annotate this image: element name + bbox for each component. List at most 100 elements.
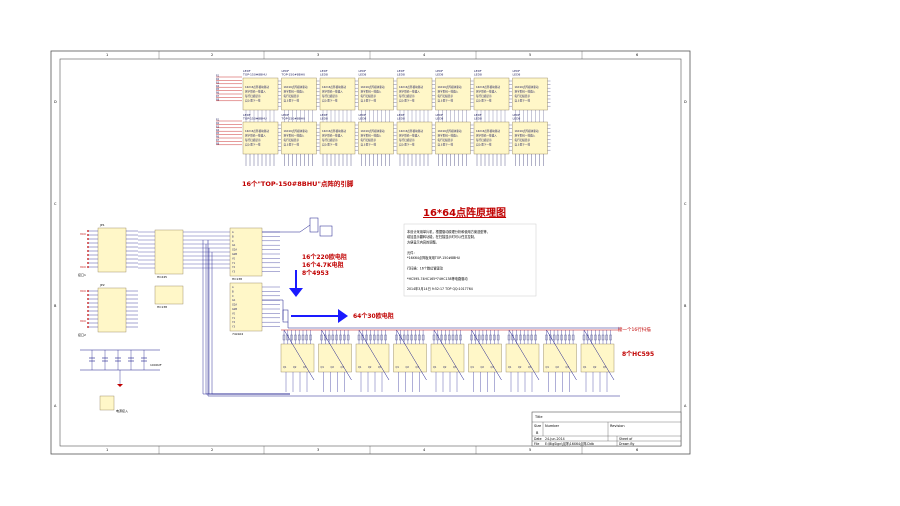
ic-label: HC138 — [232, 277, 242, 281]
led-module-text: 自上而下一排 — [399, 143, 415, 147]
diagonal-wire — [396, 329, 427, 381]
row-pin-label: R6 — [216, 92, 220, 95]
series-resistor — [571, 334, 575, 341]
connector-ref: JP1 — [99, 223, 105, 227]
series-resistor — [549, 334, 552, 341]
row-label: A — [54, 404, 57, 408]
led-part-name: LED8 — [436, 73, 444, 77]
sr-pin-label: Q1 — [396, 366, 400, 369]
row-label: A — [684, 404, 687, 408]
pin-dot — [87, 318, 89, 320]
led-module-text: 16X16点阵模块驱动 — [399, 129, 423, 133]
row-pin-label: R4 — [216, 129, 220, 132]
led-part-name: TOP-150#8BHU — [242, 73, 267, 77]
ic-pin-label: G2A — [232, 249, 237, 252]
led-module-text: 将字形码一排输入 — [399, 90, 420, 94]
led-module-text: 每行扫描显示 — [515, 94, 531, 98]
date-label: Date — [534, 437, 542, 441]
vcc-label: VCC — [80, 232, 86, 236]
led-module-text: 将字形码一排输入 — [322, 134, 343, 138]
description-line: 增加显示翻转功能，在扫描显示时可以任意控制， — [407, 234, 477, 239]
sr-pin-label: Q2 — [331, 366, 335, 369]
sr-pin-label: Q1 — [358, 366, 362, 369]
column-label: 4 — [423, 53, 426, 57]
series-resistor — [609, 334, 612, 341]
row-pin-label: R2 — [216, 122, 220, 125]
ic-pin-label: C — [232, 295, 234, 298]
driver-wire — [262, 299, 284, 320]
pin-dot — [87, 262, 89, 264]
led-module-text: 每行扫描显示 — [322, 94, 338, 98]
series-resistor — [414, 334, 417, 341]
row-pin-label: R3 — [216, 81, 220, 84]
sr-pin-label: Q2 — [593, 366, 597, 369]
led-module-text: 自上而下一排 — [515, 99, 531, 103]
row-pin-label: R7 — [216, 139, 220, 142]
series-resistor — [444, 334, 447, 341]
series-resistor — [286, 334, 289, 341]
series-resistor — [582, 334, 586, 341]
led-module-text: 自上而下一排 — [245, 99, 261, 103]
series-resistor — [373, 334, 376, 341]
right-arrow — [291, 309, 348, 323]
led-part-name: LED8 — [359, 117, 367, 121]
led-module-text: 16X16点阵模块驱动 — [476, 85, 500, 89]
led-module-text: 16X16点阵模块驱动 — [322, 129, 346, 133]
bottom-bus-wire — [207, 240, 620, 397]
led-part-name: LED8 — [474, 117, 482, 121]
series-resistor — [496, 334, 500, 341]
pin-dot — [87, 326, 89, 328]
ic-pin-label: C — [232, 240, 234, 243]
series-resistor — [376, 334, 380, 341]
ic-driver — [229, 282, 263, 332]
series-resistor — [309, 334, 312, 341]
ic-label: 74LS04 — [232, 332, 243, 336]
series-resistor — [601, 334, 605, 341]
led-part-ref: LEDF — [474, 69, 482, 73]
shift-register-ic — [318, 343, 352, 373]
led-module-text: 每行扫描显示 — [515, 138, 531, 142]
led-part-ref: LEDF — [513, 69, 521, 73]
ic-label: HC245 — [157, 275, 167, 279]
column-label: 1 — [106, 448, 108, 452]
column-label: 6 — [636, 448, 638, 452]
led-matrix-module — [358, 121, 394, 155]
pin-dot — [87, 238, 89, 240]
pin-dot — [87, 234, 89, 236]
led-module-text: 每行扫描显示 — [322, 138, 338, 142]
led-part-name: LED8 — [320, 73, 328, 77]
led-matrix-module — [242, 121, 279, 155]
series-resistor — [294, 334, 297, 341]
series-resistor — [380, 334, 383, 341]
series-resistor — [455, 334, 458, 341]
led-module-text: 16X16点阵模块驱动 — [399, 85, 423, 89]
ic-hc138 — [154, 285, 184, 305]
led-module-text: 将字形码一排输入 — [438, 134, 459, 138]
led-module-text: 每行扫描显示 — [476, 94, 492, 98]
column-label: 4 — [423, 448, 426, 452]
led-matrix-module — [358, 77, 394, 111]
series-resistor — [301, 334, 305, 341]
led-module-text: 自上而下一排 — [322, 99, 338, 103]
column-label: 5 — [529, 53, 531, 57]
power-label: 电源接入 — [116, 408, 128, 413]
led-part-name: LED8 — [359, 73, 367, 77]
row-pin-label: R1 — [216, 75, 220, 78]
led-module-text: 自上而下一排 — [361, 99, 377, 103]
row-label: C — [684, 202, 687, 206]
series-resistor — [590, 334, 593, 341]
series-resistor — [357, 334, 361, 341]
row-label: B — [684, 304, 687, 308]
led-module-text: 16X16点阵模块驱动 — [438, 129, 462, 133]
ic-hc245 — [154, 229, 184, 275]
size-label: Size — [534, 424, 541, 428]
row-pin-label: R3 — [216, 125, 220, 128]
series-resistor — [410, 334, 413, 341]
led-part-name: TOP-150#8BHU — [281, 73, 306, 77]
led-module-text: 自上而下一排 — [322, 143, 338, 147]
sr-pin-label: Q2 — [556, 366, 560, 369]
shift-register-ic — [543, 343, 577, 373]
connector-block — [97, 287, 127, 333]
led-module-text: 自上而下一排 — [361, 143, 377, 147]
series-resistor — [327, 334, 331, 341]
